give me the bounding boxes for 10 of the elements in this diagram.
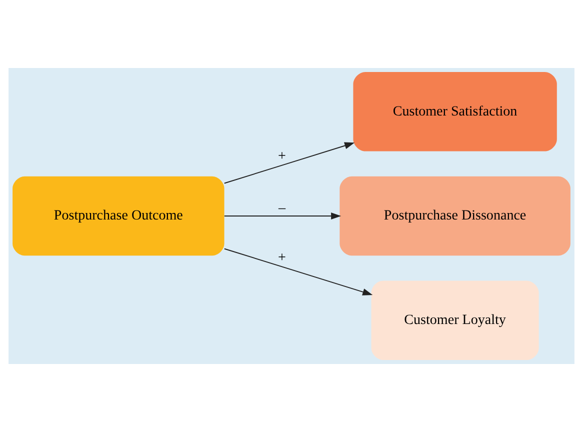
arrow bbox=[224, 248, 373, 296]
arrow bbox=[224, 212, 342, 220]
node-box: Postpurchase Outcome bbox=[12, 176, 224, 256]
arrow bbox=[224, 142, 355, 184]
edge-label: + bbox=[278, 249, 286, 266]
edge-label: – bbox=[278, 200, 286, 216]
node-box: Customer Loyalty bbox=[371, 280, 539, 360]
node-box: Postpurchase Dissonance bbox=[340, 176, 570, 256]
edge-label: + bbox=[278, 148, 286, 164]
node-box: Customer Satisfaction bbox=[353, 72, 557, 152]
